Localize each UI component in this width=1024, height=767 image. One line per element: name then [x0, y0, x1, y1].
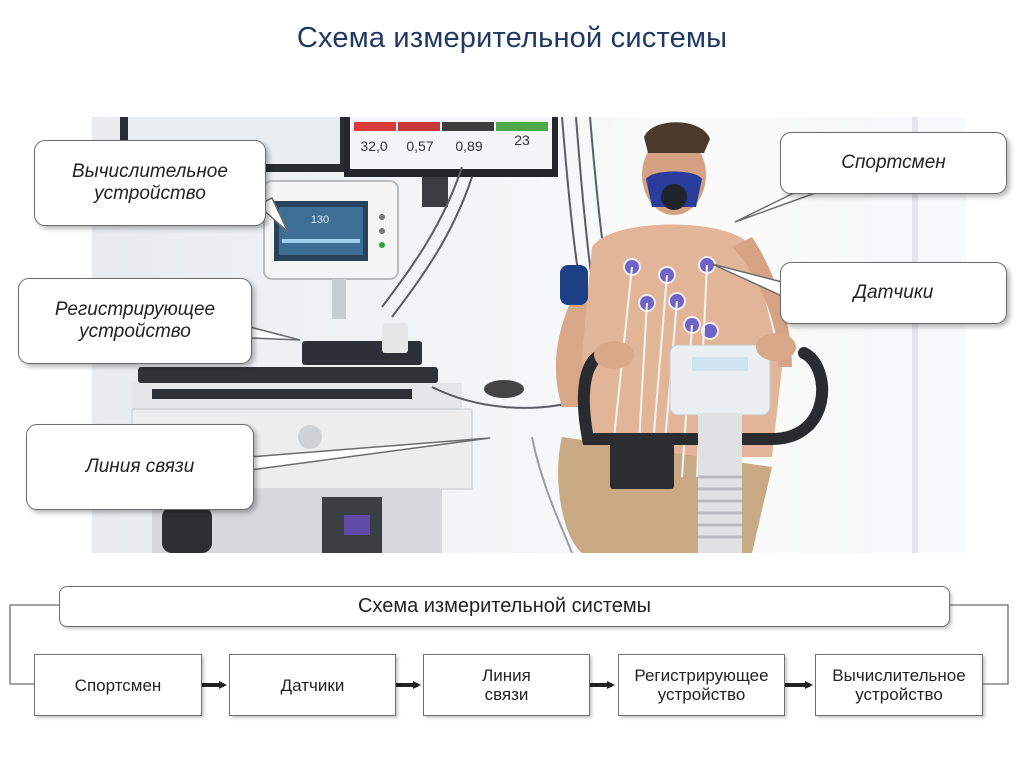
flow-title: Схема измерительной системы — [59, 586, 950, 627]
recording-device — [302, 323, 422, 365]
flow-step-computing-device: Вычислительное устройство — [815, 654, 983, 716]
callout-computing-device-label: Вычислительное устройство — [72, 161, 228, 204]
callout-athlete: Спортсмен — [780, 132, 1007, 194]
flow-step-computing-device-label: Вычислительное устройство — [832, 666, 966, 704]
callout-athlete-label: Спортсмен — [841, 152, 946, 173]
flow-step-sensors: Датчики — [229, 654, 396, 716]
flow-step-communication-line-label: Линия связи — [482, 666, 531, 704]
flow-step-athlete: Спортсмен — [34, 654, 202, 716]
flow-step-recording-device: Регистрирующее устройство — [618, 654, 785, 716]
callout-sensors-label: Датчики — [853, 282, 934, 303]
flow-step-athlete-label: Спортсмен — [74, 675, 162, 695]
callout-recording-device-label: Регистрирующее устройство — [54, 299, 216, 342]
slide-title: Схема измерительной системы — [296, 22, 728, 54]
flow-step-recording-device-label: Регистрирующее устройство — [634, 666, 769, 704]
monitor-value-2: 0,57 — [406, 138, 433, 154]
exercise-bike — [578, 333, 829, 553]
device-screen-value: 130 — [311, 214, 329, 226]
monitor-value-4: 23 — [514, 132, 530, 148]
monitor-value-3: 0,89 — [455, 138, 482, 154]
callout-communication-line-label: Линия связи — [85, 456, 195, 477]
callout-computing-device: Вычислительное устройство — [34, 140, 266, 226]
flow-step-communication-line: Линия связи — [423, 654, 590, 716]
callout-communication-line: Линия связи — [26, 424, 254, 510]
flow-step-sensors-label: Датчики — [280, 675, 345, 695]
computing-device: 130 — [263, 180, 399, 319]
callout-recording-device: Регистрирующее устройство — [18, 278, 252, 364]
callout-sensors: Датчики — [780, 262, 1007, 324]
monitor-value-1: 32,0 — [360, 138, 387, 154]
athlete-figure — [555, 122, 792, 553]
